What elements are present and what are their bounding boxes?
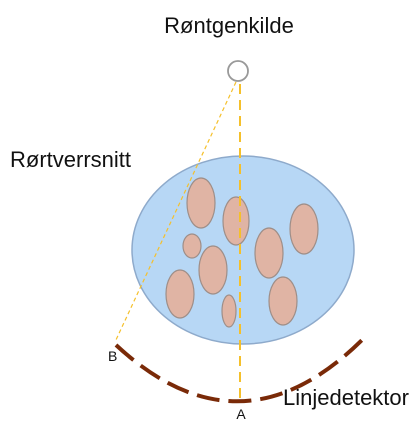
source-label: Røntgenkilde — [164, 13, 294, 38]
cross-section-label: Rørtverrsnitt — [10, 147, 131, 172]
defect — [221, 294, 237, 328]
line-detector — [114, 338, 364, 404]
defect — [182, 233, 202, 259]
defect — [289, 203, 319, 255]
defect — [222, 196, 250, 246]
defect — [186, 177, 216, 229]
ray-to-b — [114, 81, 237, 343]
xray-source-icon — [227, 60, 249, 82]
defect — [165, 269, 195, 319]
defects — [165, 177, 319, 328]
defect — [268, 276, 298, 326]
point-b-label: B — [108, 348, 117, 364]
defect — [198, 245, 228, 295]
defect — [254, 227, 284, 279]
point-a-label: A — [236, 406, 246, 422]
detector-label: Linjedetektor — [283, 385, 409, 410]
pipe-cross-section — [131, 155, 355, 345]
